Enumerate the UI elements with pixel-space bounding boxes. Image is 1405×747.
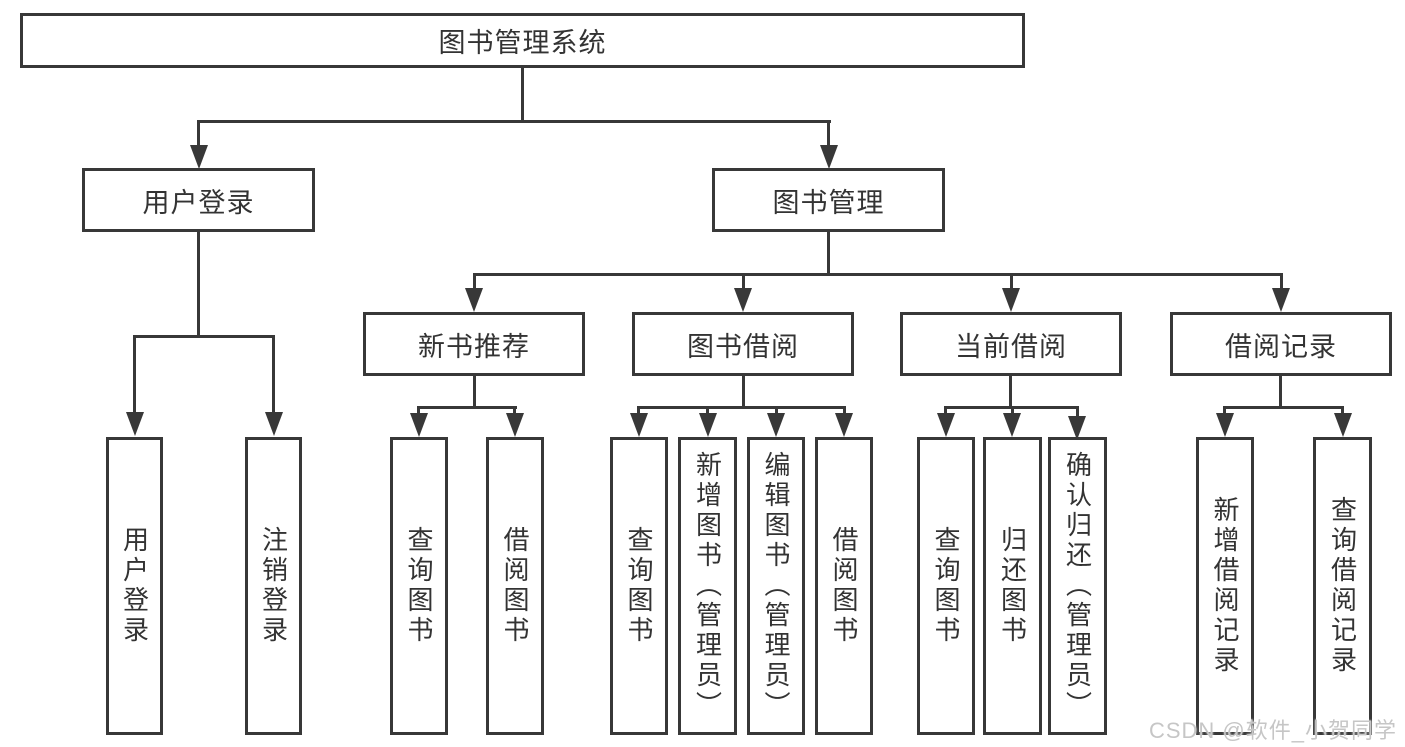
node-current-borrow: 当前借阅 [900, 312, 1122, 376]
arrow-down-icon [937, 413, 955, 437]
connector-newbook-branch [418, 406, 517, 409]
connector-stub [706, 406, 709, 416]
connector-stub [473, 273, 476, 290]
connector-bookmgmt-drop [827, 232, 830, 276]
leaf-newbook-borrow-book: 借阅图书 [486, 437, 544, 735]
arrow-down-icon [1003, 413, 1021, 437]
connector-stub [1341, 406, 1344, 416]
arrow-down-icon [190, 145, 208, 169]
connector-stub [197, 120, 200, 148]
connector-userlogin-drop [197, 232, 200, 338]
connector-bookborrow-drop [742, 375, 745, 408]
node-book-management: 图书管理 [712, 168, 945, 232]
leaf-newbook-query-book: 查询图书 [390, 437, 448, 735]
node-new-book-recommend: 新书推荐 [363, 312, 585, 376]
connector-currentborrow-drop [1009, 375, 1012, 408]
connector-stub [272, 335, 275, 413]
connector-stub [1280, 273, 1283, 290]
arrow-down-icon [265, 412, 283, 436]
leaf-record-add-record: 新增借阅记录 [1196, 437, 1254, 735]
leaf-logout: 注销登录 [245, 437, 302, 735]
arrow-down-icon [465, 288, 483, 312]
arrow-down-icon [835, 413, 853, 437]
node-user-login: 用户登录 [82, 168, 315, 232]
connector-stub [417, 406, 420, 416]
leaf-borrow-query-book: 查询图书 [610, 437, 668, 735]
arrow-down-icon [1002, 288, 1020, 312]
connector-stub [513, 406, 516, 416]
connector-stub [637, 406, 640, 416]
connector-userlogin-branch [133, 335, 275, 338]
node-library-management-system: 图书管理系统 [20, 13, 1025, 68]
leaf-borrow-edit-book-admin: 编辑图书（管理员） [747, 437, 805, 735]
node-book-borrow: 图书借阅 [632, 312, 854, 376]
connector-stub [133, 335, 136, 413]
arrow-down-icon [506, 413, 524, 437]
arrow-down-icon [699, 413, 717, 437]
connector-bookmgmt-branch [473, 273, 1283, 276]
connector-root-branch [197, 120, 831, 123]
connector-stub [944, 406, 947, 416]
leaf-current-return-book: 归还图书 [983, 437, 1042, 735]
connector-stub [1076, 406, 1079, 418]
arrow-down-icon [1068, 416, 1086, 440]
connector-stub [1010, 273, 1013, 290]
arrow-down-icon [734, 288, 752, 312]
connector-bookborrow-branch [638, 406, 846, 409]
leaf-current-query-book: 查询图书 [917, 437, 975, 735]
arrow-down-icon [126, 412, 144, 436]
connector-root-drop [521, 68, 524, 123]
connector-stub [775, 406, 778, 416]
connector-borrowrecord-branch [1224, 406, 1344, 409]
csdn-watermark: CSDN @软件_小贺同学 [1148, 718, 1397, 743]
leaf-borrow-borrow-book: 借阅图书 [815, 437, 873, 735]
connector-borrowrecord-drop [1279, 375, 1282, 408]
connector-stub [742, 273, 745, 290]
arrow-down-icon [1216, 413, 1234, 437]
connector-stub [827, 120, 830, 148]
arrow-down-icon [630, 413, 648, 437]
arrow-down-icon [820, 145, 838, 169]
arrow-down-icon [1272, 288, 1290, 312]
connector-newbook-drop [473, 375, 476, 408]
leaf-current-confirm-return-admin: 确认归还（管理员） [1048, 437, 1107, 735]
arrow-down-icon [1334, 413, 1352, 437]
node-borrow-record: 借阅记录 [1170, 312, 1392, 376]
leaf-record-query-record: 查询借阅记录 [1313, 437, 1372, 735]
connector-stub [1011, 406, 1014, 416]
arrow-down-icon [410, 413, 428, 437]
connector-stub [1223, 406, 1226, 416]
arrow-down-icon [767, 413, 785, 437]
connector-stub [843, 406, 846, 416]
leaf-user-login: 用户登录 [106, 437, 163, 735]
leaf-borrow-add-book-admin: 新增图书（管理员） [678, 437, 737, 735]
